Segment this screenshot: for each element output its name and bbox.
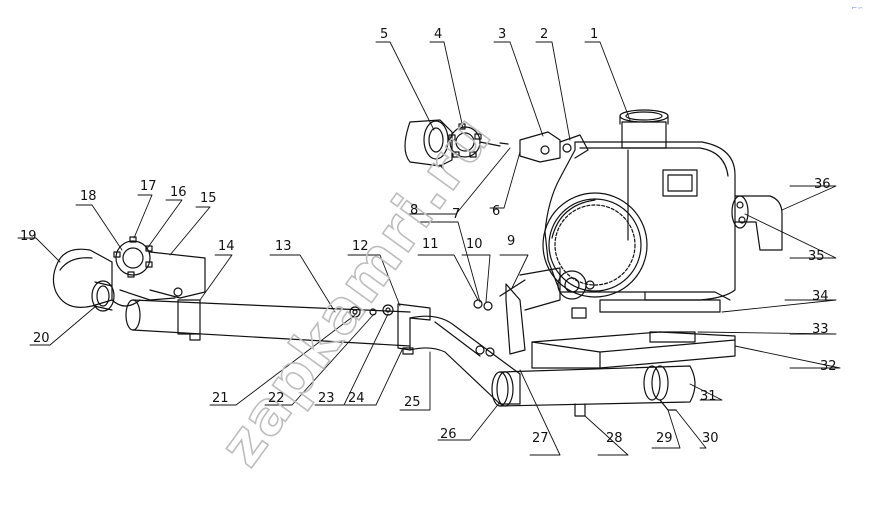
- callout-31: 31: [700, 389, 717, 404]
- front-flange: [542, 192, 648, 298]
- callout-4: 4: [434, 27, 442, 42]
- side-outlet: [731, 195, 783, 251]
- long-pipe-13-14: [125, 299, 411, 347]
- callout-25: 25: [404, 395, 421, 410]
- lower-hose-27-31: [491, 365, 696, 417]
- clamp-ring-4: [448, 123, 509, 158]
- callout-1: 1: [590, 27, 598, 42]
- corner-mark: ⌐∽: [851, 4, 863, 12]
- callout-35: 35: [808, 249, 825, 264]
- callout-27: 27: [532, 431, 549, 446]
- callout-32: 32: [820, 359, 837, 374]
- callout-17: 17: [140, 179, 157, 194]
- callout-10: 10: [466, 237, 483, 252]
- callout-7: 7: [452, 207, 460, 222]
- callout-5: 5: [380, 27, 388, 42]
- callout-18: 18: [80, 189, 97, 204]
- callout-29: 29: [656, 431, 673, 446]
- callout-28: 28: [606, 431, 623, 446]
- suction-pipe-19: [52, 248, 113, 308]
- callout-26: 26: [440, 427, 457, 442]
- watermark: zapkamri.ru: [206, 103, 505, 479]
- callout-9: 9: [507, 234, 515, 249]
- lower-elbow-26: [409, 315, 521, 405]
- filler-neck: [619, 109, 669, 149]
- callout-11: 11: [422, 237, 439, 252]
- callout-14: 14: [218, 239, 235, 254]
- callout-34: 34: [812, 289, 829, 304]
- clamp-16-18: [113, 236, 153, 278]
- callout-6: 6: [492, 204, 500, 219]
- callout-16: 16: [170, 185, 187, 200]
- callout-19: 19: [20, 229, 37, 244]
- elbow-15: [111, 251, 206, 307]
- callout-2: 2: [540, 27, 548, 42]
- pump-housing: [544, 141, 736, 313]
- leader-lines: [17, 41, 841, 456]
- callout-21: 21: [212, 391, 229, 406]
- callout-3: 3: [498, 27, 506, 42]
- callout-13: 13: [275, 239, 292, 254]
- callout-36: 36: [814, 177, 831, 192]
- suction-cap: [404, 119, 453, 173]
- callout-20: 20: [33, 331, 50, 346]
- callout-24: 24: [348, 391, 365, 406]
- pipe-9: [499, 267, 595, 355]
- callout-22: 22: [268, 391, 285, 406]
- base-plate-32-33: [531, 331, 736, 369]
- callout-33: 33: [812, 322, 829, 337]
- callout-23: 23: [318, 391, 335, 406]
- clamp-20: [91, 280, 115, 312]
- callout-8: 8: [410, 203, 418, 218]
- callout-15: 15: [200, 191, 217, 206]
- callout-30: 30: [702, 431, 719, 446]
- top-coupling: [519, 131, 589, 163]
- callout-12: 12: [352, 239, 369, 254]
